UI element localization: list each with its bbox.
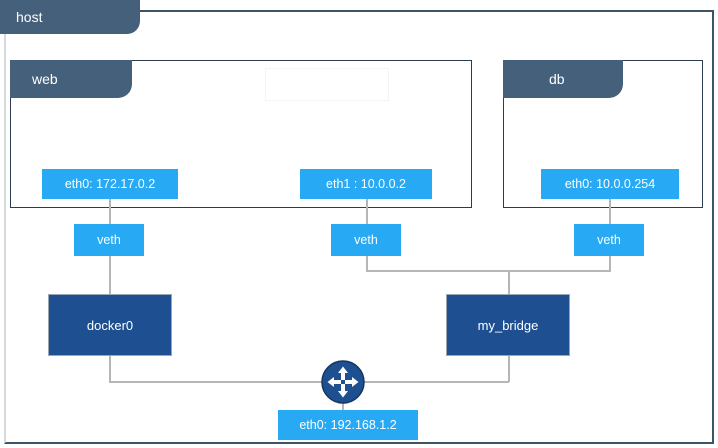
bridge-docker0[interactable]: docker0 xyxy=(48,294,172,356)
bridge-my-bridge-label: my_bridge xyxy=(477,317,539,333)
veth-db-mybridge[interactable]: veth xyxy=(574,224,644,256)
host-tab[interactable]: host xyxy=(0,0,140,34)
nic-host-eth0[interactable]: eth0: 192.168.1.2 xyxy=(278,410,418,440)
line-router-bus xyxy=(109,381,509,383)
line-mybridge-bus xyxy=(366,270,611,272)
veth-web-mybridge[interactable]: veth xyxy=(331,224,401,256)
nic-web-eth1[interactable]: eth1 : 10.0.0.2 xyxy=(300,169,432,199)
nic-web-eth0-label: eth0: 172.17.0.2 xyxy=(64,177,156,191)
bridge-docker0-label: docker0 xyxy=(86,317,134,333)
host-tab-label: host xyxy=(16,9,43,25)
ghost-rectangle xyxy=(265,68,389,101)
line-mybridge-to-router-bus xyxy=(508,355,510,382)
nic-web-eth0[interactable]: eth0: 172.17.0.2 xyxy=(42,169,178,199)
nic-web-eth1-label: eth1 : 10.0.0.2 xyxy=(326,177,406,191)
veth-db-mybridge-label: veth xyxy=(597,233,621,247)
container-tab-db[interactable]: db xyxy=(503,60,623,98)
nic-db-eth0[interactable]: eth0: 10.0.0.254 xyxy=(541,169,679,199)
container-tab-db-label: db xyxy=(549,71,565,87)
router-icon[interactable] xyxy=(321,360,365,404)
nic-host-eth0-label: eth0: 192.168.1.2 xyxy=(299,418,397,432)
container-tab-web[interactable]: web xyxy=(10,60,132,98)
bridge-my-bridge[interactable]: my_bridge xyxy=(446,294,570,356)
line-docker0-to-router-bus xyxy=(109,355,111,382)
veth-web-docker0[interactable]: veth xyxy=(74,224,144,256)
veth-web-mybridge-label: veth xyxy=(354,233,378,247)
veth-web-docker0-label: veth xyxy=(97,233,121,247)
line-web-eth0-to-docker0 xyxy=(109,199,111,324)
container-tab-web-label: web xyxy=(32,71,58,87)
nic-db-eth0-label: eth0: 10.0.0.254 xyxy=(564,177,656,191)
